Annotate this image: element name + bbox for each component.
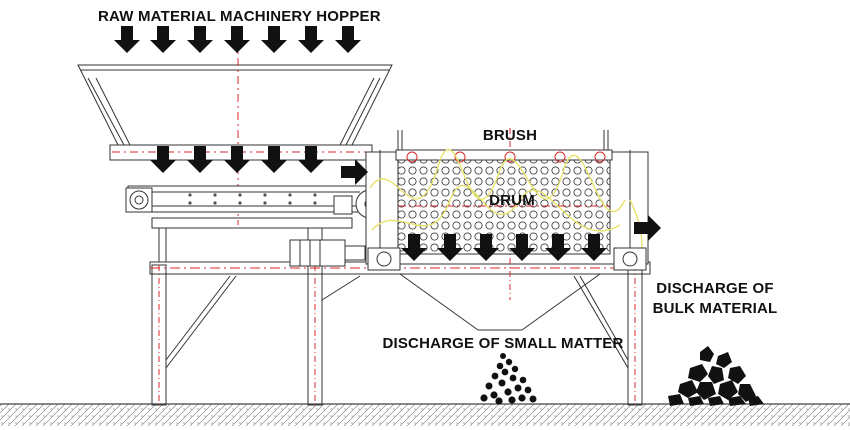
belt-conveyor: [125, 185, 385, 219]
collection-funnel: [399, 273, 601, 331]
bulk-discharge-label-line2: BULK MATERIAL: [652, 300, 778, 317]
bulk-discharge-label-line1: DISCHARGE OF: [656, 280, 774, 297]
brush: [395, 149, 613, 163]
perforated-drum: [397, 159, 611, 255]
ground: [0, 403, 850, 426]
feed-arrows: [114, 26, 361, 53]
hopper-label: RAW MATERIAL MACHINERY HOPPER: [98, 8, 381, 25]
drum-inlet-arrow: [341, 159, 368, 185]
drum-supports: [367, 247, 647, 271]
small-matter-label: DISCHARGE OF SMALL MATTER: [382, 335, 624, 352]
small-matter-pile: [480, 353, 537, 405]
brush-label: BRUSH: [482, 127, 538, 144]
bulk-material-pile: [668, 346, 764, 406]
drum-label: DRUM: [489, 192, 535, 209]
